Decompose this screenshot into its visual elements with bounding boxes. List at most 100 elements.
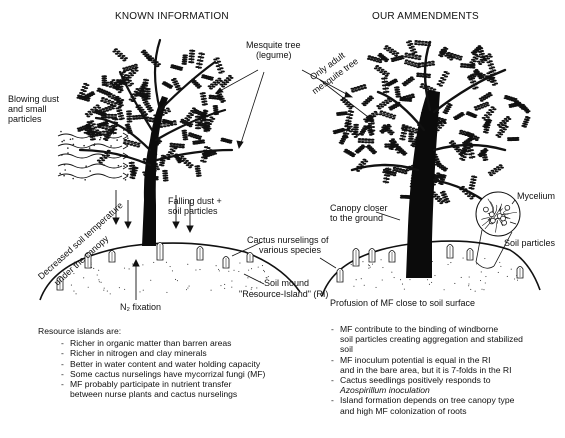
leaf-frond — [201, 74, 214, 80]
leaf-frond — [126, 110, 132, 122]
leaf-frond — [350, 84, 366, 92]
leaf-frond — [112, 48, 128, 61]
leaf-frond — [99, 105, 115, 114]
leaf-frond — [358, 138, 375, 144]
leaf-frond — [435, 162, 448, 172]
leaf-frond — [143, 100, 154, 112]
leaf-frond — [434, 175, 446, 179]
cactus-icon — [247, 253, 253, 263]
left-list-item: Richer in nitrogen and clay minerals — [60, 348, 265, 358]
leaf-frond — [110, 117, 118, 134]
leaf-frond — [188, 132, 202, 140]
leaf-frond — [396, 146, 408, 156]
left-list-intro: Resource islands are: — [38, 326, 265, 336]
leaf-frond — [188, 49, 195, 63]
leaf-frond — [339, 134, 348, 144]
leaf-frond — [416, 73, 431, 79]
label-soil-mound: Soil mound — [264, 278, 309, 288]
cactus-icon — [389, 251, 395, 263]
right-list-item: Island formation depends on tree canopy … — [330, 395, 523, 405]
cactus-icon — [337, 269, 343, 283]
leaf-frond — [147, 55, 161, 67]
label-resource-island: "Resource-Island" (RI) — [239, 289, 328, 299]
label-mycelium: Mycelium — [517, 191, 555, 201]
leaf-frond — [521, 116, 530, 128]
leaf-frond — [507, 137, 519, 141]
leaf-frond — [386, 79, 398, 87]
leaf-frond — [366, 145, 377, 155]
label-falling-dust-2: soil particles — [168, 206, 218, 216]
cactus-icon — [467, 249, 473, 261]
leaf-frond — [446, 52, 463, 61]
label-canopy-closer-1: Canopy closer — [330, 203, 388, 213]
leaf-frond — [170, 64, 183, 71]
left-list-item: MF probably participate in nutrient tran… — [60, 379, 265, 389]
right-list-item: Azospirillum inoculation — [330, 385, 523, 395]
label-blowing-dust-1: Blowing dust — [8, 94, 59, 104]
label-cactus-nurselings-2: various species — [259, 245, 321, 255]
leaf-frond — [468, 175, 477, 189]
leaf-frond — [192, 139, 205, 144]
label-blowing-dust-3: particles — [8, 114, 42, 124]
right-list-item: Cactus seedlings positively responds to — [330, 375, 523, 385]
leaf-frond — [213, 57, 225, 73]
right-list-item: soil — [330, 344, 523, 354]
leaf-frond — [340, 97, 354, 109]
leaf-frond — [336, 111, 348, 116]
leaf-frond — [169, 143, 185, 149]
leaf-frond — [453, 112, 465, 120]
left-panel-header: KNOWN INFORMATION — [115, 11, 229, 22]
right-mound-stipple — [351, 258, 518, 292]
label-falling-dust-1: Falling dust + — [168, 196, 222, 206]
leaf-frond — [495, 124, 508, 138]
left-findings-list: Resource islands are: Richer in organic … — [38, 326, 265, 399]
cactus-icon — [447, 245, 453, 259]
label-n2-fixation: N₂ fixation — [120, 302, 161, 312]
leaf-frond — [402, 76, 415, 86]
leaf-frond — [159, 155, 167, 167]
right-panel-header: OUR AMMENDMENTS — [372, 11, 479, 22]
leaf-frond — [479, 92, 493, 102]
label-cactus-nurselings-1: Cactus nurselings of — [247, 235, 329, 245]
right-list-item: MF contribute to the binding of windborn… — [330, 324, 523, 334]
leaf-frond — [437, 71, 450, 87]
leaf-frond — [488, 164, 504, 176]
leaf-frond — [353, 124, 359, 135]
left-list-item: Some cactus nurselings have mycorrizal f… — [60, 369, 265, 379]
leaf-frond — [101, 75, 107, 86]
leaf-frond — [474, 102, 490, 111]
leaf-frond — [96, 88, 110, 96]
leaf-frond — [359, 125, 369, 135]
leaf-frond — [171, 78, 182, 91]
leaf-frond — [355, 144, 366, 153]
leaf-frond — [343, 149, 356, 157]
leaf-frond — [361, 96, 374, 107]
leaf-frond — [394, 86, 401, 97]
leaf-frond — [390, 55, 404, 62]
cactus-icon — [197, 247, 203, 261]
right-list-item: and in the bare area, but it is 7-folds … — [330, 365, 523, 375]
label-mesquite-tree: Mesquite tree — [246, 40, 301, 50]
leaf-frond — [181, 54, 188, 65]
n2-fixation-arrow — [133, 260, 139, 300]
cactus-icon — [353, 249, 359, 267]
label-legume: (legume) — [256, 50, 292, 60]
cactus-icon — [369, 249, 375, 263]
leaf-frond — [162, 170, 169, 182]
cactus-icon — [157, 243, 163, 261]
label-profusion-mf: Profusion of MF close to soil surface — [330, 298, 475, 308]
cactus-icon — [517, 267, 523, 279]
leaf-frond — [220, 138, 232, 144]
cactus-icon — [223, 257, 229, 269]
right-list-item: MF inoculum potential is equal in the RI — [330, 355, 523, 365]
leaf-frond — [374, 65, 390, 77]
right-list-item: and high MF colonization of roots — [330, 406, 523, 416]
right-list-item: soil particles creating aggregation and … — [330, 334, 523, 344]
mycelium-magnifier — [476, 192, 520, 268]
label-blowing-dust-2: and small — [8, 104, 47, 114]
left-list-item: Richer in organic matter than barren are… — [60, 338, 265, 348]
leaf-frond — [195, 52, 205, 69]
leaf-frond — [101, 114, 118, 119]
left-list-item: between nurse plants and cactus nurselin… — [60, 389, 265, 399]
